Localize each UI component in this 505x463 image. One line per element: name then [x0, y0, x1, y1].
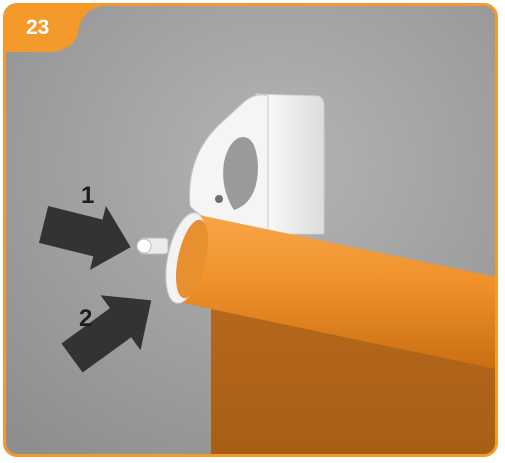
installation-illustration — [6, 6, 498, 457]
callout-2: 2 — [79, 306, 92, 332]
illustration-frame: 23 1 2 — [3, 3, 498, 457]
step-number: 23 — [26, 16, 49, 40]
callout-1: 1 — [81, 183, 94, 209]
